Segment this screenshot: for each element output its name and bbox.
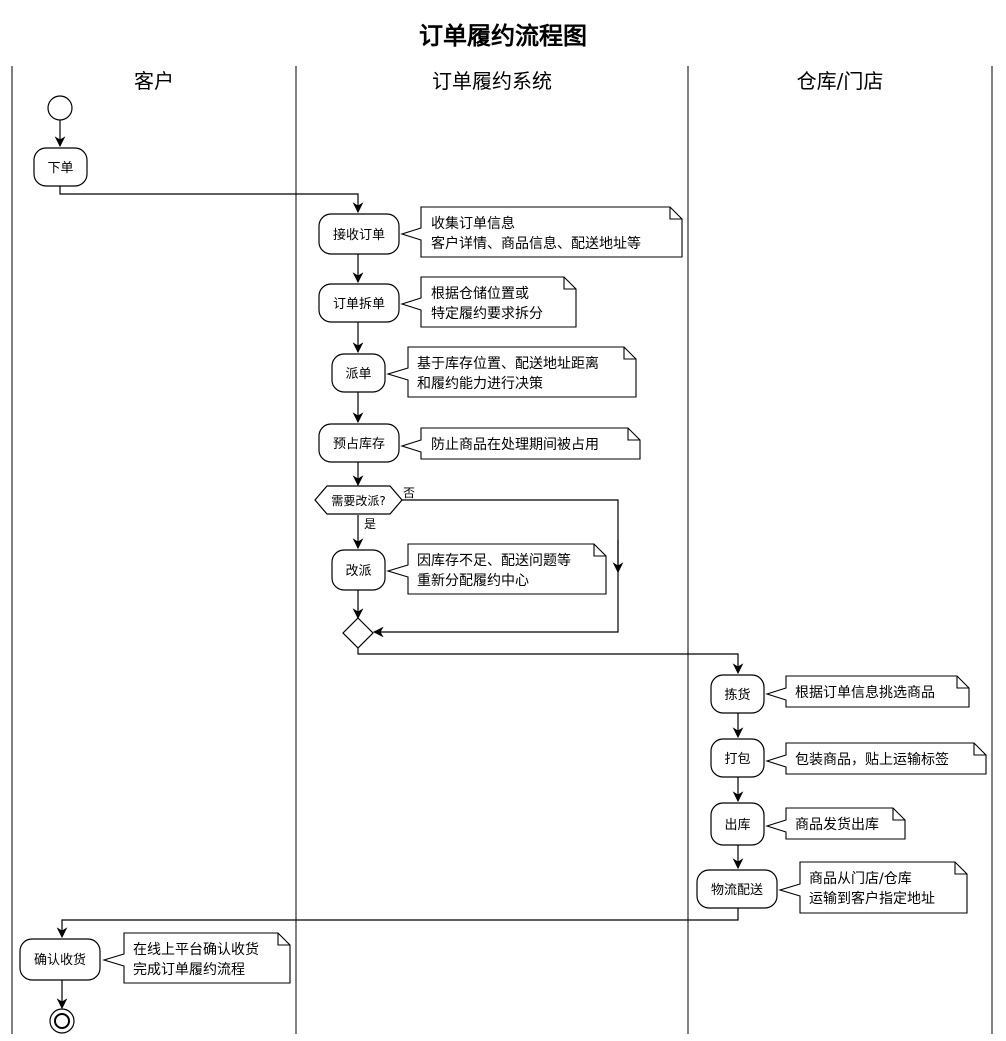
- activity-delivery: 物流配送: [696, 869, 778, 909]
- swimlane-dividers: [11, 66, 993, 1034]
- activity-pick: 拣货: [710, 674, 765, 714]
- edge-merge-to-pick: [357, 648, 744, 675]
- edge-delivery-to-confirm: [56, 908, 739, 939]
- note-line: 根据仓储位置或: [431, 286, 529, 302]
- activity-label: 下单: [47, 161, 73, 176]
- lane-header-customer: 客户: [134, 69, 174, 93]
- activity-label: 确认收货: [34, 952, 86, 968]
- note-line: 和履约能力进行决策: [417, 375, 543, 392]
- activity-pack: 打包: [710, 738, 765, 778]
- note-line: 在线上平台确认收货: [133, 941, 259, 958]
- activity-label: 物流配送: [711, 883, 763, 898]
- note-line: 重新分配履约中心: [417, 573, 529, 589]
- note-line: 收集订单信息: [431, 215, 515, 232]
- note-line: 客户详情、商品信息、配送地址等: [431, 235, 641, 252]
- activity-split-order: 订单拆单: [318, 283, 400, 323]
- activity-reserve-stock: 预占库存: [318, 423, 400, 463]
- activity-place-order: 下单: [33, 147, 88, 187]
- diagram-title: 订单履约流程图: [419, 22, 587, 50]
- end-node: [49, 1008, 75, 1034]
- note-reserve-stock: 防止商品在处理期间被占用: [400, 427, 641, 460]
- note-pack: 包装商品，贴上运输标签: [765, 742, 987, 775]
- activity-dispatch: 派单: [331, 353, 386, 393]
- note-line: 运输到客户指定地址: [809, 890, 935, 907]
- note-line: 防止商品在处理期间被占用: [431, 437, 599, 453]
- activity-label: 订单拆单: [333, 297, 385, 312]
- start-node: [47, 95, 73, 121]
- note-line: 根据订单信息挑选商品: [795, 684, 935, 701]
- note-dispatch: 基于库存位置、配送地址距离 和履约能力进行决策: [386, 346, 637, 398]
- note-line: 因库存不足、配送问题等: [417, 552, 571, 569]
- note-reassign: 因库存不足、配送问题等 重新分配履约中心: [386, 543, 607, 595]
- decision-yes-label: 是: [364, 517, 376, 531]
- activity-receive-order: 接收订单: [318, 213, 400, 255]
- note-line: 包装商品，贴上运输标签: [795, 751, 949, 768]
- note-outbound: 商品发货出库: [765, 807, 906, 840]
- activity-label: 改派: [345, 564, 371, 579]
- note-line: 基于库存位置、配送地址距离: [417, 355, 599, 372]
- activity-label: 打包: [724, 752, 750, 767]
- lane-header-system: 订单履约系统: [432, 69, 552, 93]
- activity-label: 接收订单: [333, 227, 385, 243]
- note-line: 完成订单履约流程: [133, 962, 245, 978]
- note-confirm-receipt: 在线上平台确认收货 完成订单履约流程: [102, 932, 291, 984]
- note-pick: 根据订单信息挑选商品: [765, 675, 970, 708]
- lane-header-warehouse: 仓库/门店: [797, 69, 884, 93]
- activity-label: 预占库存: [333, 436, 385, 452]
- activity-outbound: 出库: [710, 802, 765, 846]
- note-receive-order: 收集订单信息 客户详情、商品信息、配送地址等: [400, 206, 683, 258]
- decision-label: 需要改派?: [331, 494, 385, 508]
- decision-need-reassign: 需要改派?: [314, 485, 403, 515]
- note-line: 特定履约要求拆分: [431, 306, 543, 322]
- edge-place-order-to-receive: [59, 186, 364, 214]
- merge-node: [342, 617, 374, 649]
- activity-label: 拣货: [724, 687, 750, 703]
- note-line: 商品发货出库: [795, 816, 879, 833]
- activity-label: 派单: [345, 367, 371, 382]
- note-delivery: 商品从门店/仓库 运输到客户指定地址: [778, 861, 968, 914]
- decision-no-label: 否: [403, 486, 415, 500]
- note-split-order: 根据仓储位置或 特定履约要求拆分: [400, 276, 577, 328]
- activity-reassign: 改派: [331, 549, 386, 591]
- note-line: 商品从门店/仓库: [809, 871, 912, 887]
- activity-confirm-receipt: 确认收货: [19, 938, 101, 981]
- activity-label: 出库: [724, 817, 750, 833]
- flow-connectors: [54, 120, 744, 1010]
